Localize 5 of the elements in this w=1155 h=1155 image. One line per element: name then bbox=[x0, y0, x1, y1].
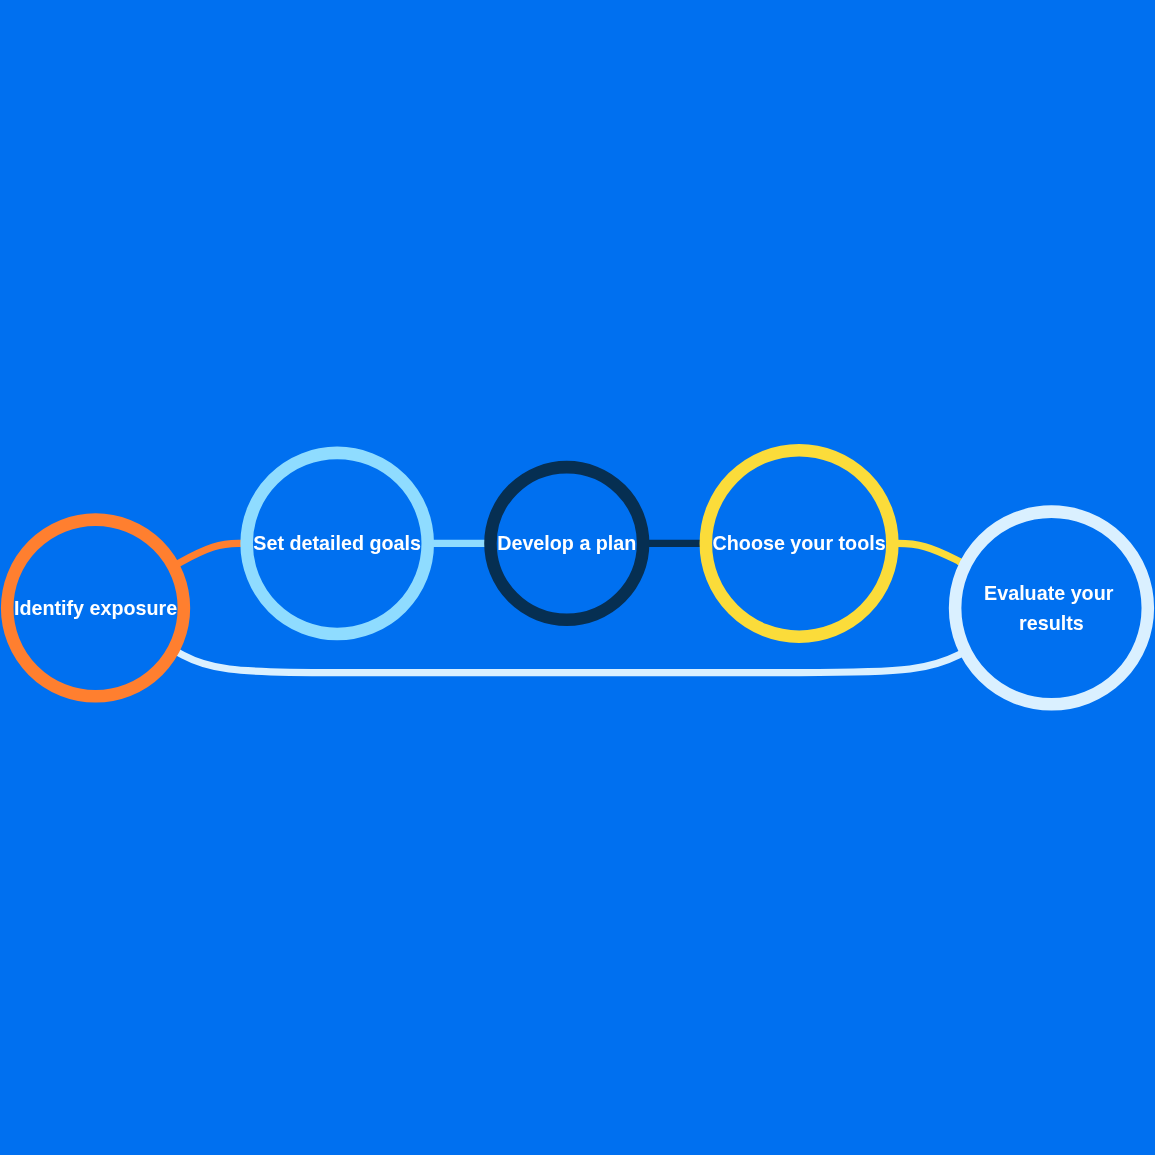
node-circle: Identify exposure bbox=[0, 513, 191, 703]
node-circle: Develop a plan bbox=[484, 461, 650, 627]
node-circle: Choose your tools bbox=[699, 444, 899, 644]
node-circle: Evaluate your results bbox=[948, 505, 1155, 711]
node-circle: Set detailed goals bbox=[240, 446, 434, 641]
